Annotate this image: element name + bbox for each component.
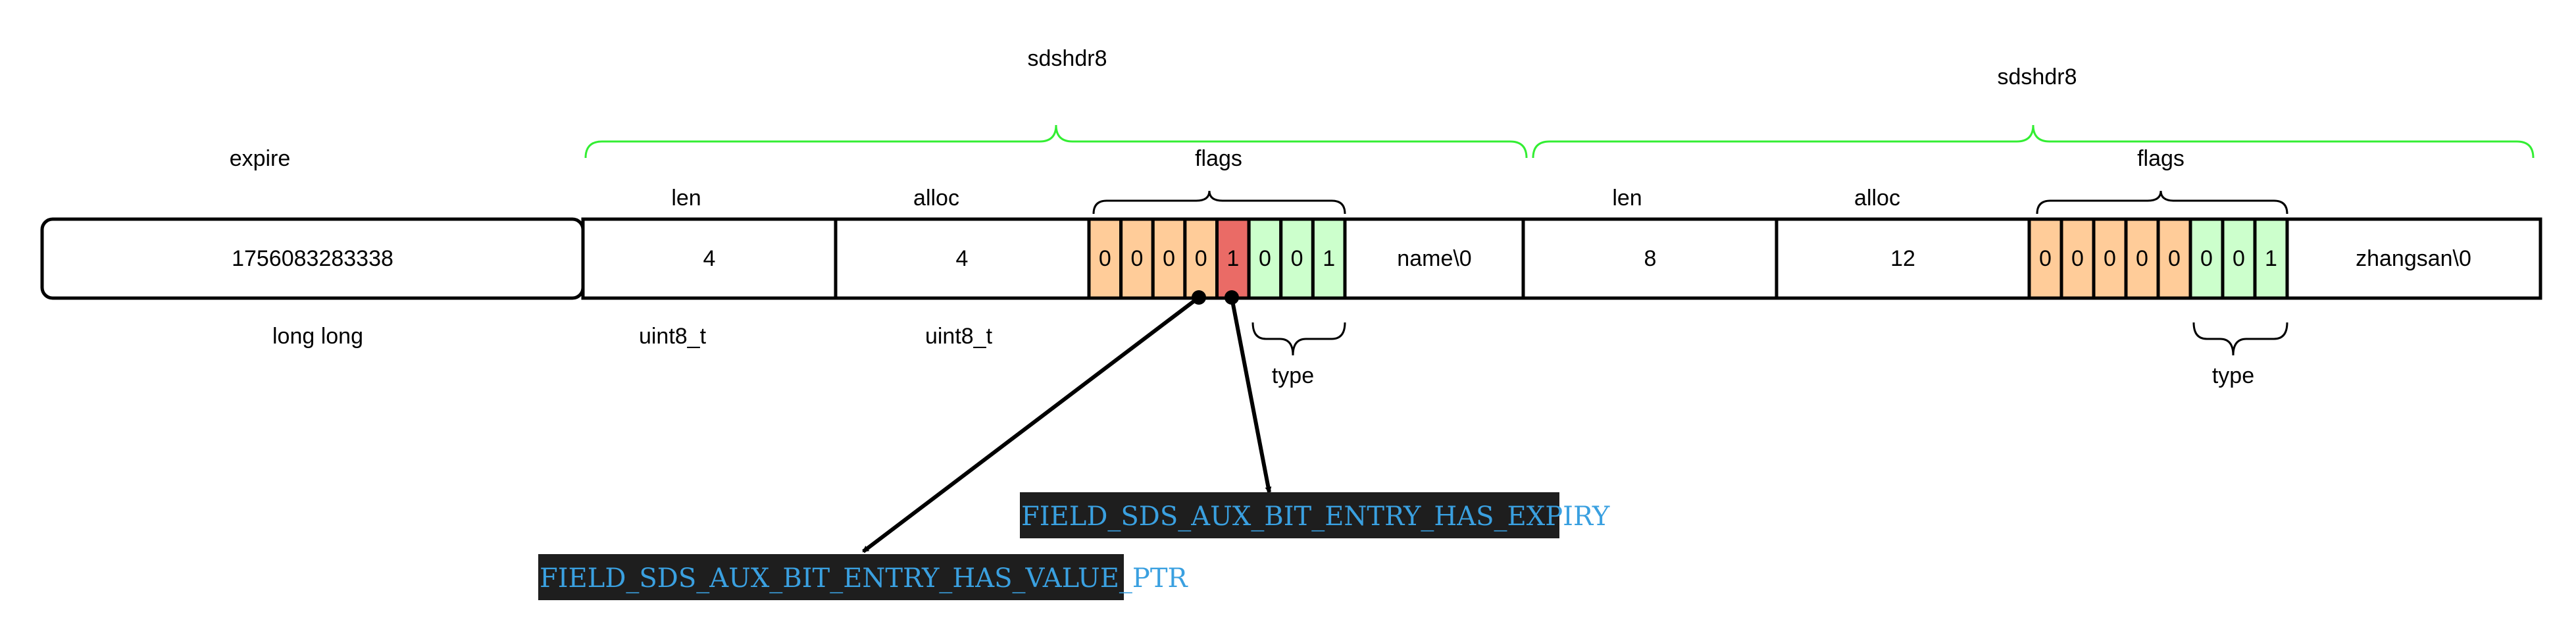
flag-bit-cell [1247,217,1283,300]
expire-type: long long [272,324,363,349]
alloc-label-2: alloc [1854,186,1900,211]
buf-value-2: zhangsan\0 [2356,246,2471,271]
flag-bit-value: 0 [2200,246,2213,271]
flags-brace-2 [2036,190,2288,215]
len-value-2: 8 [1644,246,1657,271]
alloc-value-1: 4 [956,246,969,271]
flag-bit-value: 0 [1259,246,1271,271]
buf-value-1: name\0 [1397,246,1471,271]
expire-value: 1756083283338 [232,246,393,271]
flag-bit-value: 1 [1226,246,1239,271]
flag-bit-value: 0 [1130,246,1143,271]
flag-bit-value: 1 [2265,246,2277,271]
sdshdr8-title-2: sdshdr8 [1998,64,2077,89]
has-value-ptr-text: FIELD_SDS_AUX_BIT_ENTRY_HAS_VALUE_PTR [540,563,1188,594]
alloc-type-1: uint8_t [925,324,993,349]
flags-label-2: flags [2137,146,2185,171]
len-value-1: 4 [703,246,716,271]
flag-bit-value: 0 [1099,246,1111,271]
flags-label-1: flags [1195,146,1242,171]
type-brace-2 [2192,322,2288,356]
flag-bit-value: 0 [1163,246,1175,271]
alloc-label-1: alloc [913,186,959,211]
flag-bit-value: 1 [1323,246,1335,271]
flag-bit-value: 0 [2071,246,2084,271]
flag-bit-cell [2027,217,2063,300]
arrow-expiry [1230,297,1272,494]
arrow-value-ptr [862,295,1200,553]
sdshdr8-brace-2 [1532,124,2535,159]
flag-bit-cell [2221,217,2257,300]
flag-bit-value: 0 [1291,246,1303,271]
len-label-2: len [1612,186,1642,211]
flag-bit-value: 0 [2168,246,2181,271]
flag-bit-value: 0 [2136,246,2148,271]
has-value-ptr-box [538,554,1124,600]
type-brace-1 [1251,322,1346,356]
has-expiry-text: FIELD_SDS_AUX_BIT_ENTRY_HAS_EXPIRY [1021,501,1610,532]
len-type-1: uint8_t [639,324,707,349]
alloc-value-2: 12 [1890,246,1915,271]
sdshdr8-brace-1 [584,124,1528,159]
sdshdr8-title-1: sdshdr8 [1028,46,1107,71]
flag-bit-value: 0 [2233,246,2245,271]
flag-bit-cell [2124,217,2160,300]
flag-bit-cell [2059,217,2096,300]
flag-bit-cell [1119,217,1155,300]
flags-brace-1 [1092,190,1346,215]
len-label-1: len [671,186,701,211]
type-label-1: type [1272,363,1314,388]
flag-bit-value: 0 [2039,246,2052,271]
has-expiry-box [1020,492,1559,538]
type-label-2: type [2212,363,2254,388]
flag-bit-value: 0 [1195,246,1207,271]
expire-label: expire [230,146,291,171]
flag-bit-value: 0 [2104,246,2116,271]
